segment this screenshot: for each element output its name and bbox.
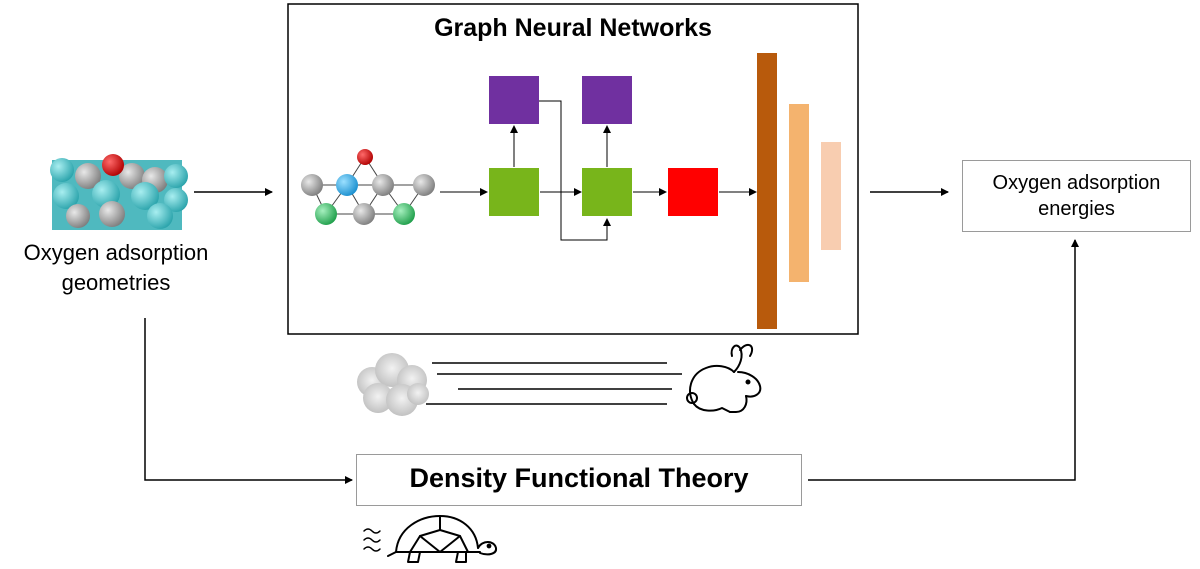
purple-block-2 <box>582 76 632 124</box>
wind-icon <box>363 528 381 552</box>
red-block <box>668 168 718 216</box>
dust-cloud-icon <box>357 353 429 416</box>
output-label-line2: energies <box>1038 198 1115 220</box>
dft-box <box>356 454 802 506</box>
output-energies-label: Oxygen adsorption energies <box>962 170 1191 222</box>
dft-to-output-arrow <box>808 239 1079 481</box>
speed-lines <box>426 362 682 405</box>
dft-label: Density Functional Theory <box>409 463 749 493</box>
geometries-to-dft-arrow <box>144 318 353 484</box>
gnn-title: Graph Neural Networks <box>434 14 712 42</box>
green-block-1 <box>489 168 539 216</box>
input-geometries-label: Oxygen adsorption geometries <box>0 238 232 298</box>
green-block-2 <box>582 168 632 216</box>
turtle-icon <box>387 515 498 563</box>
output-energies-box <box>962 160 1191 232</box>
gnn-frame <box>287 3 859 335</box>
dense-bar-2 <box>789 104 809 282</box>
molecular-graph-icon <box>301 149 435 225</box>
output-label-line1: Oxygen adsorption <box>992 172 1161 194</box>
rabbit-icon <box>686 343 762 413</box>
input-label-line2: geometries <box>61 270 171 295</box>
skip-connection-arrow <box>539 100 611 241</box>
adsorption-structure-icon <box>50 154 188 230</box>
dense-bar-1 <box>757 53 777 329</box>
input-label-line1: Oxygen adsorption <box>23 240 209 265</box>
purple-block-1 <box>489 76 539 124</box>
dense-bar-3 <box>821 142 841 250</box>
